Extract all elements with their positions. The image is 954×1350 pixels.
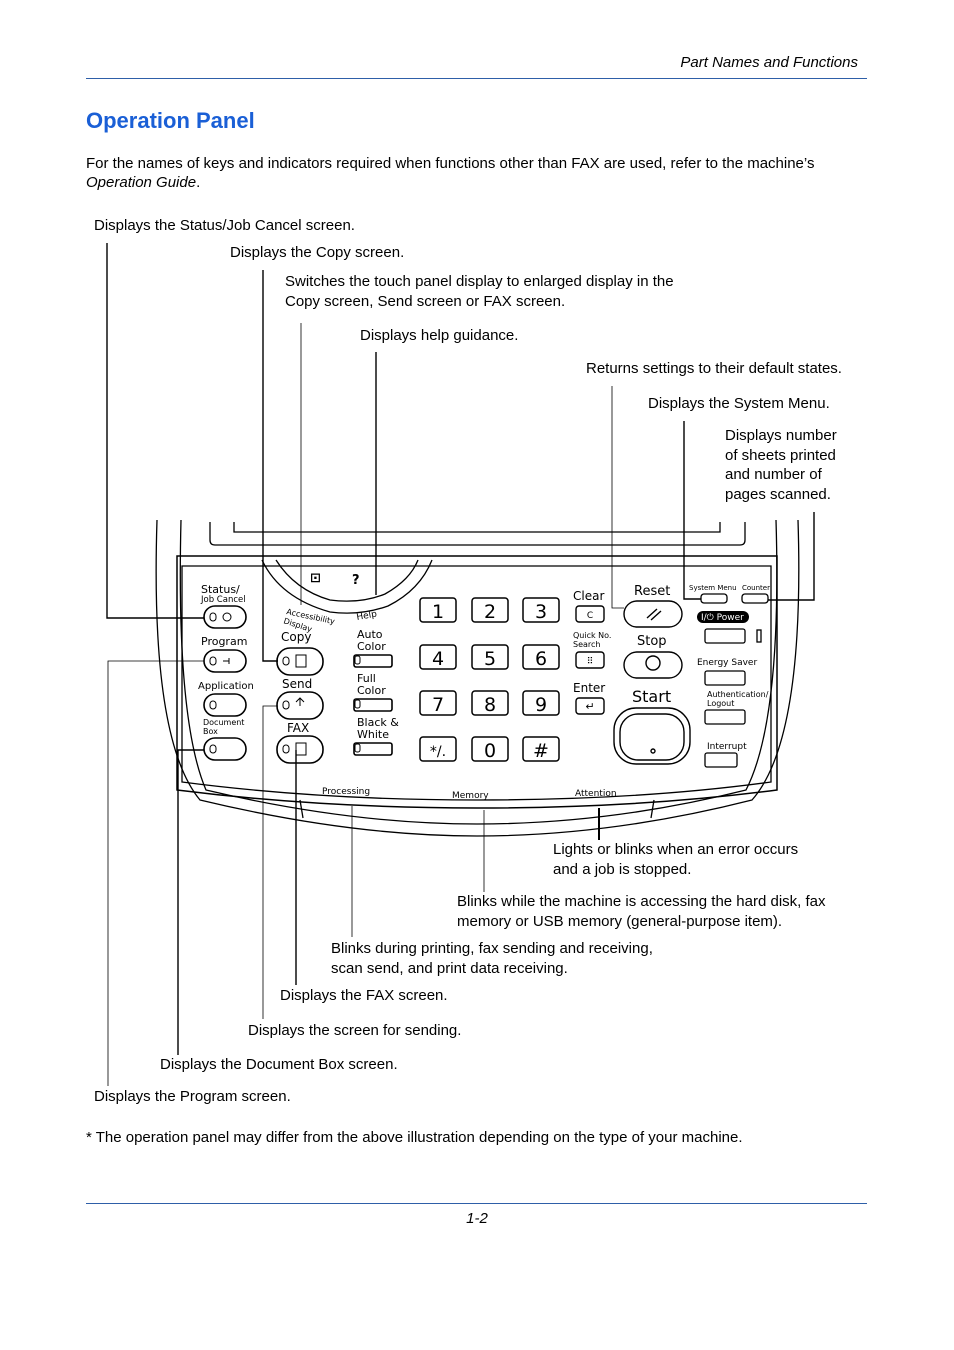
intro-end: . xyxy=(196,174,201,191)
quick-search-label-2: Search xyxy=(573,640,600,649)
callout-program: Displays the Program screen. xyxy=(94,1088,291,1105)
attention-indicator-label: Attention xyxy=(575,789,617,799)
counter-key-label: Counter xyxy=(742,584,770,592)
callout-fax: Displays the FAX screen. xyxy=(280,987,448,1004)
leader-system-menu xyxy=(683,421,701,600)
numpad-key-star[interactable]: */. xyxy=(430,744,446,760)
send-key-label: Send xyxy=(282,677,312,691)
auto-color-label-1: Auto xyxy=(357,628,383,641)
callout-copy: Displays the Copy screen. xyxy=(230,244,405,261)
page-title: Operation Panel xyxy=(86,108,255,133)
document-box-key-label-2: Box xyxy=(203,727,218,736)
numpad-key-4[interactable]: 4 xyxy=(432,648,444,670)
reset-key-label: Reset xyxy=(634,584,670,599)
callout-counter: Displays number of sheets printed and nu… xyxy=(725,427,837,503)
application-key-label: Application xyxy=(198,681,254,692)
callout-document-box: Displays the Document Box screen. xyxy=(160,1056,398,1073)
interrupt-key-label: Interrupt xyxy=(707,742,747,752)
callout-status: Displays the Status/Job Cancel screen. xyxy=(94,217,355,234)
program-key-label: Program xyxy=(201,635,247,648)
full-color-label-1: Full xyxy=(357,672,376,685)
callout-reset: Returns settings to their default states… xyxy=(586,360,842,377)
leader-document-box xyxy=(177,749,204,1055)
start-key-label: Start xyxy=(632,687,671,706)
black-white-label-2: White xyxy=(357,728,389,741)
processing-indicator-label: Processing xyxy=(322,787,370,797)
numpad-key-9[interactable]: 9 xyxy=(535,694,547,716)
accessibility-icon: ⊡ xyxy=(310,571,321,586)
clear-key-glyph: C xyxy=(587,611,593,621)
stop-key-label: Stop xyxy=(637,634,667,649)
numpad-key-6[interactable]: 6 xyxy=(535,648,547,670)
help-icon: ? xyxy=(352,573,360,588)
numpad-key-3[interactable]: 3 xyxy=(535,601,547,623)
fax-key-label: FAX xyxy=(287,721,309,735)
clear-key-label: Clear xyxy=(573,589,604,603)
quick-search-key-glyph: ⠿ xyxy=(587,656,594,667)
copy-key-label: Copy xyxy=(281,630,311,644)
memory-indicator-label: Memory xyxy=(452,791,489,801)
numpad-key-hash[interactable]: # xyxy=(533,740,549,762)
callout-processing: Blinks during printing, fax sending and … xyxy=(331,940,653,977)
operation-guide-link: Operation Guide xyxy=(86,174,197,191)
callout-send: Displays the screen for sending. xyxy=(248,1022,462,1039)
quick-search-label-1: Quick No. xyxy=(573,631,611,640)
numpad-key-0[interactable]: 0 xyxy=(484,740,496,762)
numpad-key-1[interactable]: 1 xyxy=(432,601,444,623)
callout-accessibility: Switches the touch panel display to enla… xyxy=(285,273,674,310)
enter-key-glyph: ↵ xyxy=(585,700,594,713)
numpad-key-5[interactable]: 5 xyxy=(484,648,496,670)
leader-status xyxy=(106,243,204,619)
document-box-key-label-1: Document xyxy=(203,718,244,727)
authentication-key-label-1: Authentication/ xyxy=(707,690,769,699)
black-white-label-1: Black & xyxy=(357,716,399,729)
footer-rule xyxy=(86,1203,867,1204)
callout-system-menu: Displays the System Menu. xyxy=(648,395,830,412)
callout-memory: Blinks while the machine is accessing th… xyxy=(457,893,826,930)
status-key-label: Status/ xyxy=(201,583,240,596)
help-key-label: Help xyxy=(356,609,378,622)
callout-help: Displays help guidance. xyxy=(360,327,519,344)
leader-counter xyxy=(768,512,815,601)
system-menu-key-label: System Menu xyxy=(689,584,737,592)
auto-color-label-2: Color xyxy=(357,640,386,653)
numpad-key-7[interactable]: 7 xyxy=(432,694,444,716)
enter-key-label: Enter xyxy=(573,681,605,695)
page-number: 1-2 xyxy=(466,1210,488,1227)
intro-text: For the names of keys and indicators req… xyxy=(86,155,815,172)
authentication-key-label-2: Logout xyxy=(707,699,734,708)
footnote: * The operation panel may differ from th… xyxy=(86,1129,743,1146)
energy-saver-key-label: Energy Saver xyxy=(697,658,757,668)
leader-reset xyxy=(611,386,624,609)
numpad-key-2[interactable]: 2 xyxy=(484,601,496,623)
leader-copy xyxy=(262,270,278,662)
power-key-label: I/⏻ Power xyxy=(701,612,744,623)
numpad-key-8[interactable]: 8 xyxy=(484,694,496,716)
full-color-label-2: Color xyxy=(357,684,386,697)
section-header: Part Names and Functions xyxy=(680,54,858,71)
header-rule xyxy=(86,78,867,79)
leader-send xyxy=(262,705,278,1019)
intro-paragraph: For the names of keys and indicators req… xyxy=(86,154,876,192)
job-cancel-key-label: Job Cancel xyxy=(200,595,246,605)
leader-program xyxy=(107,660,204,1086)
callout-attention: Lights or blinks when an error occurs an… xyxy=(553,841,799,878)
